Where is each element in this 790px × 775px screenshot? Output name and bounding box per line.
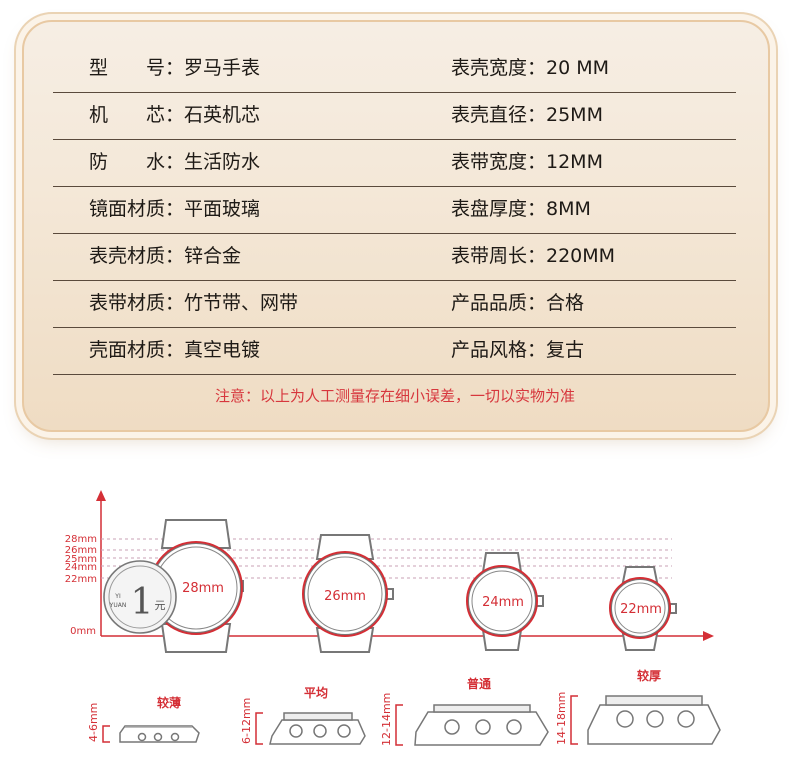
y-label: 22mm bbox=[65, 574, 97, 585]
spec-row: 壳面材质：真空电镀 产品风格：复古 bbox=[53, 327, 736, 375]
watch-label: 26mm bbox=[324, 589, 366, 604]
spec-left: 壳面材质：真空电镀 bbox=[89, 339, 261, 361]
coin: YI YUAN 1 元 bbox=[103, 560, 177, 634]
spec-row: 型 号：罗马手表 表壳宽度：20 MM bbox=[53, 45, 736, 93]
spec-right: 表带周长：220MM bbox=[451, 245, 616, 267]
spec-right: 表盘厚度：8MM bbox=[451, 198, 591, 220]
profile-thick bbox=[587, 695, 721, 745]
spec-left: 镜面材质：平面玻璃 bbox=[89, 198, 261, 220]
spec-right: 表带宽度：12MM bbox=[451, 151, 603, 173]
x-axis-arrow bbox=[703, 631, 714, 641]
spec-row: 表带材质：竹节带、网带 产品品质：合格 bbox=[53, 280, 736, 328]
y-label: 0mm bbox=[70, 626, 96, 637]
y-label: 24mm bbox=[65, 562, 97, 573]
thickness-name: 较薄 bbox=[157, 695, 181, 710]
thickness-name: 平均 bbox=[304, 685, 328, 700]
thickness-range: 4-6mm bbox=[87, 703, 100, 742]
profile-average bbox=[269, 712, 366, 745]
spec-right: 表壳宽度：20 MM bbox=[451, 57, 610, 79]
spec-left: 表壳材质：锌合金 bbox=[89, 245, 242, 267]
thickness-range: 6-12mm bbox=[240, 698, 253, 744]
spec-right: 产品风格：复古 bbox=[451, 339, 585, 361]
thickness-range: 14-18mm bbox=[555, 692, 568, 745]
spec-card bbox=[22, 20, 770, 432]
spec-right: 产品品质：合格 bbox=[451, 292, 585, 314]
coin-pinyin: YUAN bbox=[109, 602, 127, 609]
coin-numeral: 1 bbox=[131, 582, 154, 623]
spec-left: 型 号：罗马手表 bbox=[89, 57, 261, 79]
y-axis-arrow bbox=[96, 490, 106, 501]
spec-row: 机 芯：石英机芯 表壳直径：25MM bbox=[53, 92, 736, 140]
profile-thin bbox=[119, 725, 200, 743]
measurement-note: 注意：以上为人工测量存在细小误差，一切以实物为准 bbox=[214, 387, 575, 405]
spec-left: 防 水：生活防水 bbox=[89, 151, 261, 173]
spec-left: 表带材质：竹节带、网带 bbox=[89, 292, 299, 314]
y-label: 26mm bbox=[65, 545, 97, 556]
spec-left: 机 芯：石英机芯 bbox=[89, 104, 261, 126]
watch-ring-26mm bbox=[302, 551, 388, 637]
spec-row: 防 水：生活防水 表带宽度：12MM bbox=[53, 139, 736, 187]
y-label: 25mm bbox=[65, 554, 97, 565]
spec-row: 镜面材质：平面玻璃 表盘厚度：8MM bbox=[53, 186, 736, 234]
coin-unit: 元 bbox=[155, 599, 166, 612]
thickness-name: 普通 bbox=[467, 676, 491, 691]
coin-pinyin: YI bbox=[114, 593, 121, 600]
spec-row: 表壳材质：锌合金 表带周长：220MM bbox=[53, 233, 736, 281]
watch-label: 24mm bbox=[482, 595, 524, 610]
thickness-name: 较厚 bbox=[637, 668, 661, 683]
profile-normal bbox=[414, 704, 549, 746]
thickness-range: 12-14mm bbox=[380, 693, 393, 746]
watch-label: 22mm bbox=[620, 602, 662, 617]
watch-ring-22mm bbox=[609, 577, 671, 639]
y-label: 28mm bbox=[65, 534, 97, 545]
watch-label: 28mm bbox=[182, 581, 224, 596]
range-bracket bbox=[102, 725, 110, 743]
spec-right: 表壳直径：25MM bbox=[451, 104, 603, 126]
watch-ring-24mm bbox=[466, 565, 538, 637]
